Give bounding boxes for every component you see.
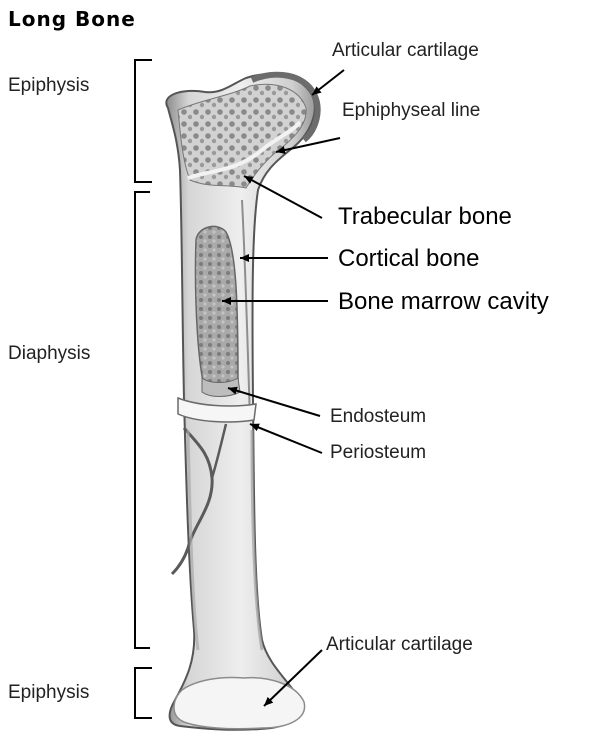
label-epiphyseal-line: Ephiphyseal line [342,100,480,122]
label-periosteum: Periosteum [330,442,426,464]
region-label-diaphysis: Diaphysis [8,343,90,365]
region-label-epiphysis-bottom: Epiphysis [8,682,89,704]
label-cortical-bone: Cortical bone [338,245,479,273]
label-endosteum: Endosteum [330,406,426,428]
region-label-epiphysis-top: Epiphysis [8,75,89,97]
label-articular-cartilage-top: Articular cartilage [332,40,479,62]
bone-marrow-cavity-region [195,226,238,393]
bracket-epiphysis-top [135,60,152,182]
label-articular-cartilage-bottom: Articular cartilage [326,634,473,656]
diagram-title: Long Bone [8,7,136,31]
label-trabecular-bone: Trabecular bone [338,203,512,231]
label-bone-marrow-cavity: Bone marrow cavity [338,288,549,316]
arrow-periosteum [250,424,322,453]
arrow-articular-cartilage-top [312,70,344,95]
bracket-epiphysis-bottom [135,668,152,718]
bracket-diaphysis [135,192,150,648]
